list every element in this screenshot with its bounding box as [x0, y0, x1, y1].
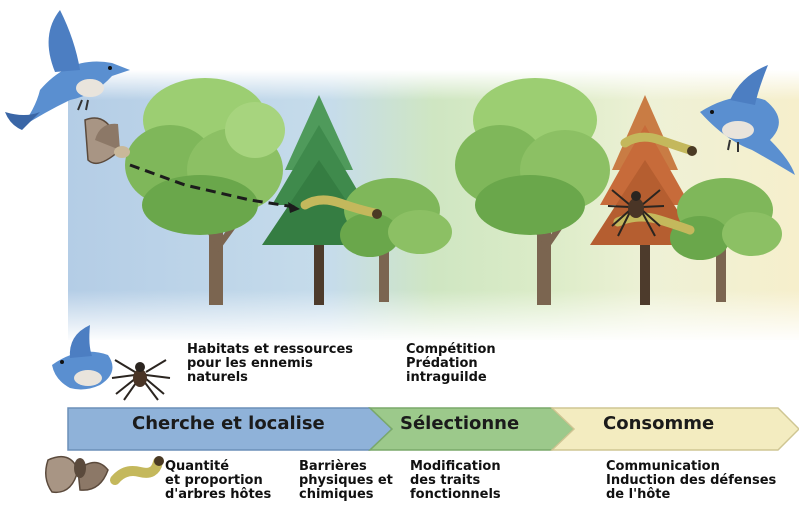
bird-icon: [52, 325, 113, 390]
deciduous-tree-icon: [125, 78, 285, 305]
deciduous-tree-icon: [455, 78, 610, 305]
caterpillar-icon: [613, 212, 695, 235]
stage-chevron-consume: [550, 407, 799, 451]
spider-icon: [111, 359, 171, 401]
stage-label-consume: Consomme: [603, 413, 715, 434]
caterpillar-icon: [110, 456, 164, 485]
note-communication: Communication Induction des défenses de …: [606, 459, 777, 502]
spider-icon: [607, 189, 665, 237]
caterpillar-icon: [620, 132, 697, 156]
small-tree-icon: [340, 178, 452, 302]
note-habitats: Habitats et ressources pour les ennemis …: [187, 342, 353, 385]
note-barrieres: Barrières physiques et chimiques: [299, 459, 393, 502]
moth-icon: [45, 455, 109, 494]
note-quantite: Quantité et proportion d'arbres hôtes: [165, 459, 272, 502]
trajectory-arrow: [129, 163, 300, 213]
bird-icon: [5, 10, 130, 130]
stage-label-select: Sélectionne: [400, 413, 520, 434]
bird-icon: [700, 65, 795, 175]
moth-icon: [84, 117, 130, 165]
stage-label-search: Cherche et localise: [132, 413, 325, 434]
note-competition: Compétition Prédation intraguilde: [406, 342, 496, 385]
note-modification: Modification des traits fonctionnels: [410, 459, 501, 502]
caterpillar-icon: [300, 195, 382, 219]
